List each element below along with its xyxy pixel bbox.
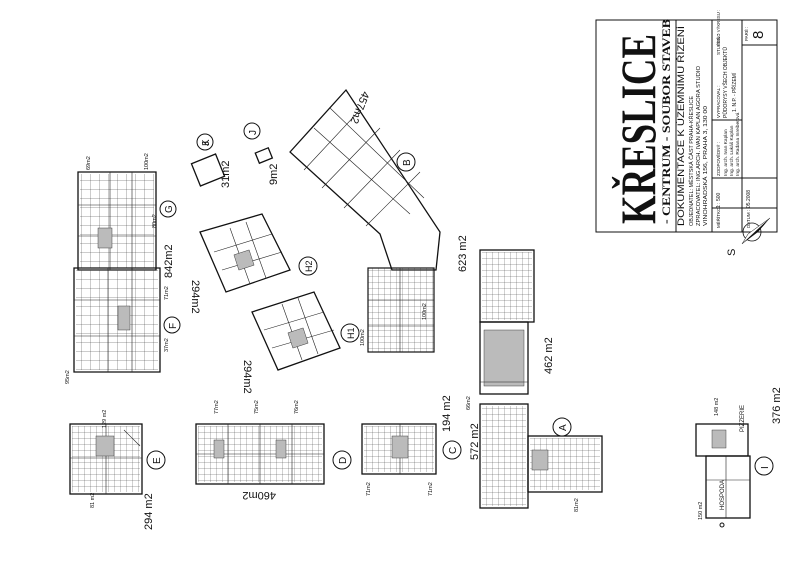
svg-text:100m2: 100m2 <box>422 303 428 320</box>
responsible-label: ZODPOVĚDNÝ : <box>714 142 721 176</box>
author-line: ZPRACOVATEL: ING.ARCH. IVAN KAPLAN AGORA… <box>696 66 702 226</box>
staff-3: Ing. arch. Radana Inreiberová <box>735 112 741 176</box>
svg-text:572 m2: 572 m2 <box>469 423 481 460</box>
building-k: J <box>190 133 226 187</box>
svg-text:B: B <box>402 159 413 166</box>
svg-text:E: E <box>152 457 163 464</box>
svg-text:75m2: 75m2 <box>254 400 260 414</box>
svg-text:842m2: 842m2 <box>163 244 175 278</box>
svg-text:31m2: 31m2 <box>220 160 232 188</box>
building-b: B 623 m2 457m2 100m2 100m2 <box>289 88 469 353</box>
building-h2: H2 294m2 <box>189 213 318 314</box>
floor-name: 1. N.P. - PŘÍZEMÍ <box>730 72 738 112</box>
svg-text:D: D <box>338 457 349 464</box>
svg-text:HOSPODA: HOSPODA <box>720 480 726 510</box>
svg-text:K: K <box>201 139 212 146</box>
svg-text:9m2: 9m2 <box>268 164 280 185</box>
document-type: DOKUMENTACE K ÚZEMNÍMU ŘÍZENÍ <box>676 25 686 226</box>
svg-text:69m2: 69m2 <box>86 156 92 170</box>
building-f: F 842m2 37m2 71m2 95m2 <box>65 244 181 384</box>
date-label: DATUM : <box>746 210 751 228</box>
drawing-name: PŮDORYSY VŠECH OBJEKTŮ <box>722 47 729 118</box>
building-c: C 194 m2 71m2 71m2 <box>361 395 462 496</box>
building-k-area: 31m2 <box>220 160 232 188</box>
svg-text:81m2: 81m2 <box>574 498 580 512</box>
svg-text:A: A <box>558 424 569 431</box>
svg-text:37m2: 37m2 <box>164 338 170 352</box>
svg-text:457m2: 457m2 <box>348 90 372 126</box>
scale-label: MĚŘÍTKO : <box>714 205 721 228</box>
svg-text:C: C <box>448 447 459 454</box>
building-d: D 460m2 77m2 75m2 76m2 <box>195 400 352 501</box>
svg-text:PIZZERIE: PIZZERIE <box>740 405 746 432</box>
svg-text:J: J <box>201 141 212 146</box>
building-j: J 9m2 <box>243 122 280 185</box>
scale-value: 1 : 500 <box>716 192 722 208</box>
part-label: PARÉ : <box>743 27 749 41</box>
svg-text:H2: H2 <box>304 260 314 272</box>
svg-text:J: J <box>248 130 259 135</box>
address-line: VINOHRADSKÁ 156, PRAHA 3, 130 00 <box>702 106 709 226</box>
svg-text:71m2: 71m2 <box>164 286 170 300</box>
title-block: KŘESLICE - CENTRUM - SOUBOR STAVEB DOKUM… <box>595 10 778 233</box>
svg-text:100m2: 100m2 <box>144 153 150 170</box>
drawing-number: 8 <box>750 31 767 39</box>
building-e: E 294 m2 81 m2 129 m2 <box>69 410 166 530</box>
svg-text:76m2: 76m2 <box>294 400 300 414</box>
svg-text:294 m2: 294 m2 <box>143 493 155 530</box>
building-g: G 69m2 100m2 80m2 <box>77 153 177 271</box>
svg-text:77m2: 77m2 <box>214 400 220 414</box>
client-line: OBJEDNATEL: MĚSTSKÁ ČÁST PRAHA-KŘESLICE <box>687 96 695 226</box>
phase-label: STUPEŇ : <box>715 34 721 55</box>
svg-text:460m2: 460m2 <box>242 489 276 501</box>
svg-text:194 m2: 194 m2 <box>441 395 453 432</box>
svg-text:95m2: 95m2 <box>65 370 71 384</box>
svg-text:129 m2: 129 m2 <box>102 410 108 428</box>
svg-text:148 m2: 148 m2 <box>714 398 720 416</box>
building-h1: H1 294m2 <box>241 291 360 394</box>
svg-text:80m2: 80m2 <box>152 214 158 228</box>
date-value: 05.2008 <box>746 190 752 208</box>
svg-text:71m2: 71m2 <box>366 482 372 496</box>
svg-text:623 m2: 623 m2 <box>457 235 469 272</box>
staff-1: Ing. arch. Ivan Kaplan <box>723 129 729 176</box>
project-title: KŘESLICE <box>610 34 666 224</box>
drawing-number-label: ČÍSLO VÝKRESU : <box>716 10 721 46</box>
svg-text:66m2: 66m2 <box>466 396 472 410</box>
staff-2: Ing. arch. Lukáš Kaplan <box>729 125 735 176</box>
svg-text:H1: H1 <box>346 327 356 339</box>
building-k-label: K <box>201 139 212 146</box>
svg-text:294m2: 294m2 <box>241 360 253 394</box>
building-a: A 572 m2 462 m2 66m2 81m2 <box>466 249 603 512</box>
project-subtitle: - CENTRUM - SOUBOR STAVEB <box>659 19 673 224</box>
svg-text:462 m2: 462 m2 <box>543 337 555 374</box>
svg-text:I: I <box>760 466 771 469</box>
svg-text:81 m2: 81 m2 <box>90 493 96 508</box>
svg-text:294m2: 294m2 <box>189 280 201 314</box>
svg-text:G: G <box>164 205 175 213</box>
svg-text:71m2: 71m2 <box>428 482 434 496</box>
svg-text:150 m2: 150 m2 <box>698 502 704 520</box>
svg-text:100m2: 100m2 <box>360 329 366 346</box>
building-i: I 376 m2 148 m2 150 m2 PIZZERIE HOSPODA <box>695 387 783 528</box>
svg-text:376 m2: 376 m2 <box>771 387 783 424</box>
drawn-label: VYPRACOVAL : <box>716 85 721 118</box>
svg-text:F: F <box>168 323 179 329</box>
north-arrow-icon: S <box>726 217 771 256</box>
north-label: S <box>726 249 738 256</box>
